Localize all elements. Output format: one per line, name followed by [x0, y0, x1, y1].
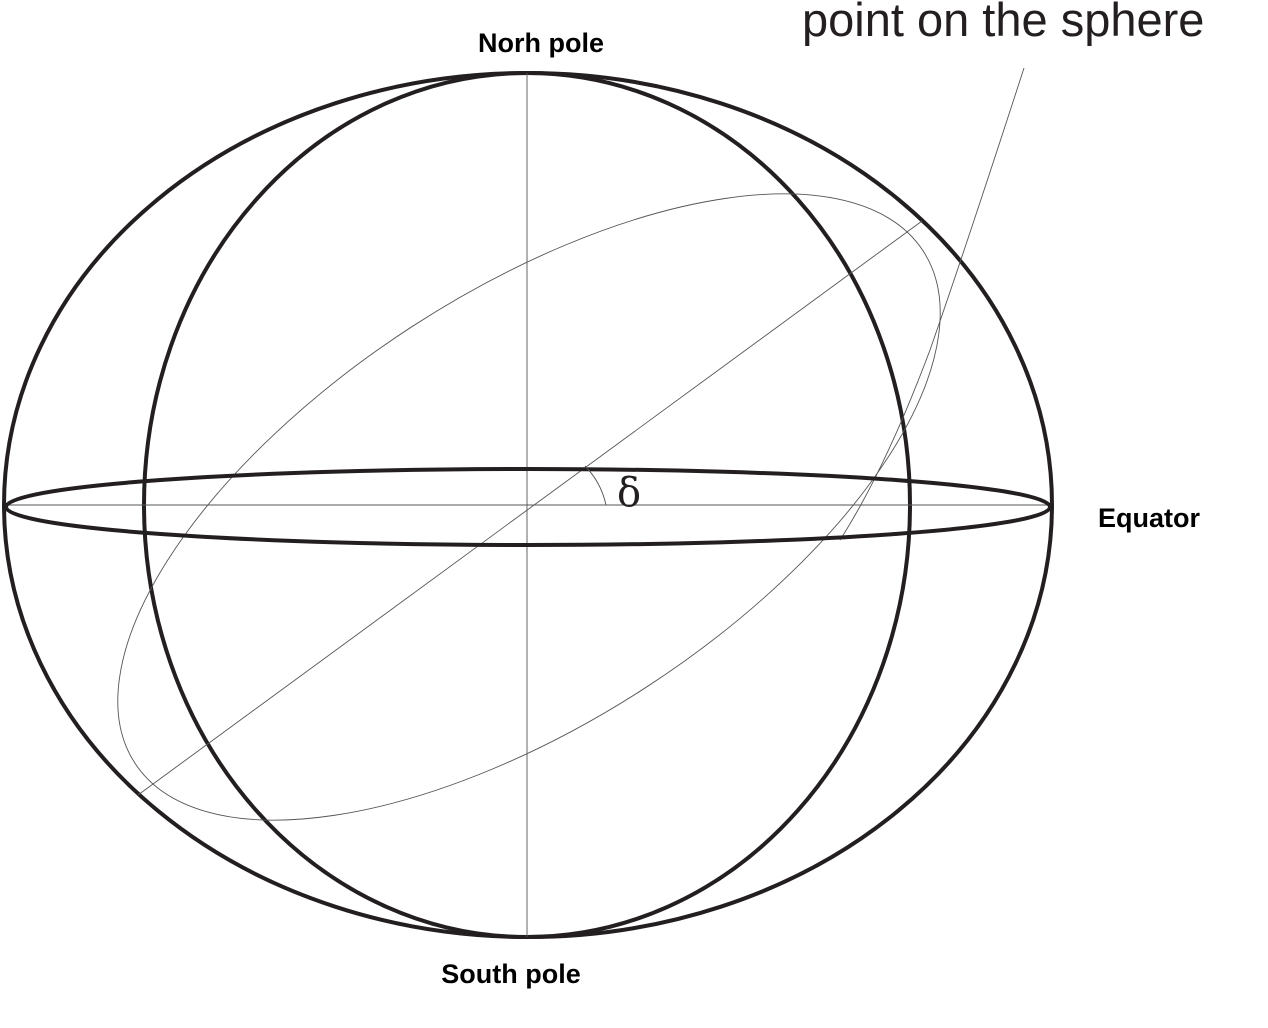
tilted-great-circle [117, 193, 941, 821]
equator-ellipse [4, 467, 1052, 547]
point-on-sphere-label: point on the sphere [802, 0, 1204, 46]
north-pole-label: Norh pole [478, 28, 604, 58]
radius-to-point [137, 220, 923, 796]
south-pole-label: South pole [441, 959, 580, 989]
leader-line [839, 67, 1025, 541]
equator-label: Equator [1098, 503, 1200, 533]
declination-arc [584, 465, 607, 506]
declination-symbol: δ [617, 470, 641, 516]
